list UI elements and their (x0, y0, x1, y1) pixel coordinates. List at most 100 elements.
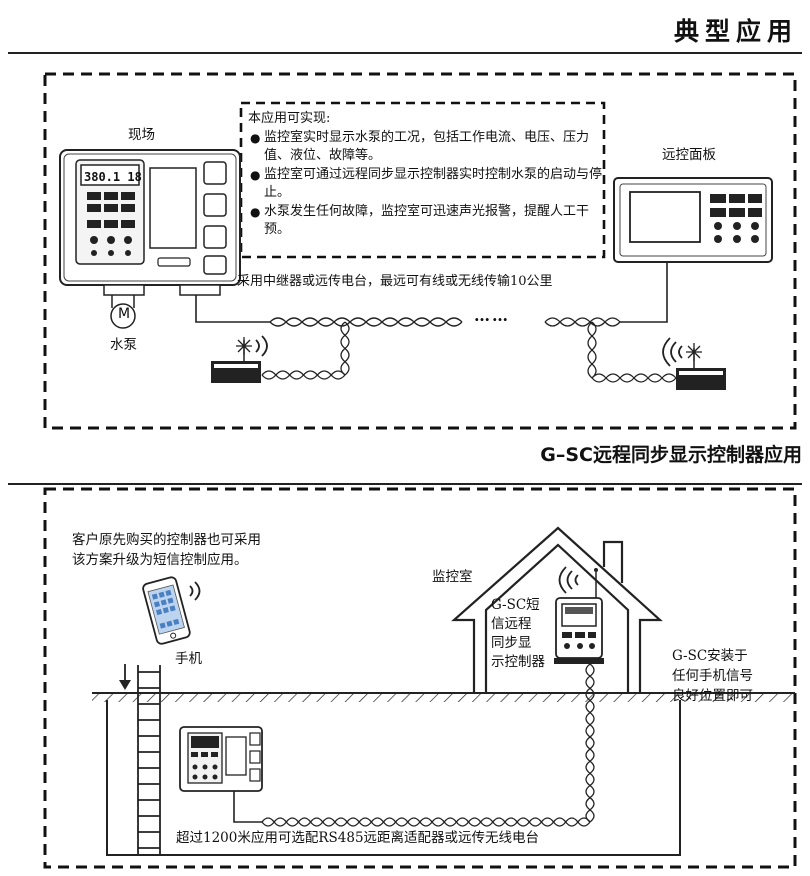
gsm-label-line: 同步显 (491, 635, 532, 651)
twisted-pair-segment (585, 748, 591, 762)
twisted-pair-segment (419, 821, 433, 827)
twisted-pair-segment (585, 712, 591, 726)
twisted-pair-segment (344, 334, 350, 350)
twisted-pair-segment (269, 317, 287, 323)
twisted-pair-segment (285, 321, 303, 327)
down-arrow-icon (119, 664, 131, 690)
twisted-pair-segment (619, 373, 635, 379)
twisted-pair-segment (431, 821, 445, 827)
twisted-pair-segment (297, 817, 312, 823)
site-controller (59, 149, 241, 296)
twisted-pair-segment (431, 817, 445, 823)
twisted-pair-segment (395, 821, 409, 827)
twisted-pair-segment (310, 821, 324, 827)
feature-item: ●监控室可通过远程同步显示控制器实时控制水泵的启动与停止。 (250, 166, 603, 201)
twisted-pair-segment (619, 377, 635, 383)
gsm-label-line: 示控制器 (491, 654, 545, 670)
twisted-pair-segment (565, 817, 579, 823)
twisted-pair-segment (589, 712, 595, 726)
twisted-pair-segment (585, 736, 591, 750)
features-intro: 本应用可实现: (248, 111, 331, 126)
twisted-pair-segment (285, 317, 303, 323)
twisted-pair-segment (492, 821, 506, 827)
feature-text: 水泵发生任何故障，监控室可迅速声光报警，提醒人工干预。 (264, 203, 590, 238)
twisted-pair-segment (340, 347, 346, 363)
twisted-pair-segment (591, 335, 597, 351)
radio-station-right (662, 337, 726, 390)
twisted-pair-segment (344, 361, 350, 376)
motor-icon (110, 295, 136, 329)
install-note-line: 良好位置即可 (672, 688, 753, 704)
twisted-pair-segment (633, 377, 649, 383)
twisted-pair-segment (661, 373, 677, 379)
twisted-pair-segment (349, 317, 367, 323)
twisted-pair-segment (310, 817, 324, 823)
twisted-pair-segment (605, 377, 621, 383)
twisted-pair-segment (565, 821, 579, 827)
twisted-pair-segment (589, 724, 595, 738)
features-list: 本应用可实现: ●监控室实时显示水泵的工况，包括工作电流、电压、压力值、液位、故… (248, 110, 608, 240)
twisted-pair-segment (413, 317, 431, 323)
twisted-pair-segment (303, 370, 318, 376)
twisted-pair-segment (303, 374, 318, 380)
twisted-pair-segment (587, 363, 593, 379)
twisted-pair-segment (589, 699, 595, 714)
twisted-pair-segment (370, 821, 384, 827)
twisted-pair-segment (316, 370, 332, 376)
twisted-pair-segment (528, 821, 542, 827)
phone-label: 手机 (175, 651, 202, 667)
twisted-pair-segment (468, 817, 482, 823)
twisted-pair-segment (585, 675, 591, 689)
twisted-pair-segment (589, 809, 595, 823)
section1-caption: G–SC远程同步显示控制器应用 (540, 444, 802, 466)
controller-display: 380.1 18 (84, 170, 142, 184)
twisted-pair-segment (275, 370, 291, 376)
twisted-pair-segment (261, 374, 277, 380)
twisted-pair-segment (604, 321, 621, 327)
twisted-pair-segment (261, 817, 275, 823)
twisted-pair-segment (344, 347, 350, 363)
twisted-pair-segment (504, 817, 518, 823)
twisted-pair-segment (516, 817, 530, 823)
customer-note-line2: 该方案升级为短信控制应用。 (72, 552, 248, 568)
remote-cable (620, 262, 668, 323)
twisted-pair-segment (370, 817, 384, 823)
twisted-pair-segment (285, 821, 299, 827)
twisted-pair-segment (382, 821, 397, 827)
transmission-note: 采用中继器或远传电台，最远可有线或无线传输10公里 (237, 274, 553, 289)
twisted-pair-segment (330, 370, 346, 376)
twisted-pair-segment (316, 374, 332, 380)
twisted-pair-segment (604, 317, 621, 323)
twisted-pair-segment (589, 772, 595, 787)
twisted-pair-segment (480, 821, 494, 827)
twisted-pair-segment (269, 321, 287, 327)
twisted-pair-segment (381, 317, 399, 323)
twisted-pair-segment (273, 821, 287, 827)
twisted-pair-segment (528, 817, 542, 823)
twisted-pair-segment (591, 377, 607, 383)
twisted-pair-segment (589, 736, 595, 750)
radio-station-left (211, 335, 268, 383)
twisted-pair-segment (589, 785, 595, 799)
twisted-pair-segment (358, 821, 372, 827)
twisted-pair-segment (346, 821, 360, 827)
twisted-pair-segment (381, 321, 399, 327)
twisted-pair-segment (322, 817, 336, 823)
twisted-pair-segment (275, 374, 291, 380)
twisted-pair-segment (587, 349, 593, 365)
title-rule (8, 52, 802, 54)
twisted-pair-segment (407, 817, 421, 823)
twisted-pair-segment (429, 317, 447, 323)
gsm-device-label: G-SC短 信远程 同步显 示控制器 (491, 596, 545, 672)
twisted-pair-segment (317, 317, 335, 323)
twisted-pair-segment (330, 374, 346, 380)
twisted-pair-segment (261, 370, 277, 376)
twisted-pair-segment (358, 817, 372, 823)
twisted-pair-cables (261, 317, 677, 827)
twisted-pair-segment (553, 821, 567, 827)
twisted-pair-segment (559, 317, 576, 323)
twisted-pair-segment (585, 699, 591, 714)
twisted-pair-segment (559, 321, 576, 327)
pit-outline (106, 700, 681, 856)
